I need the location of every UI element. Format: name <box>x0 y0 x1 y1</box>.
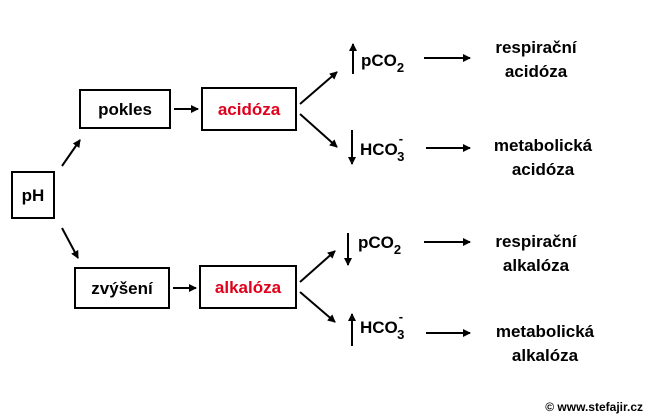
result-line-1: metabolická <box>494 136 593 155</box>
pco2-label-alk: pCO2 <box>358 233 401 257</box>
result-line-2: alkalóza <box>503 256 570 275</box>
result-line-1: respirační <box>495 232 578 251</box>
result-line-2: acidóza <box>505 62 568 81</box>
result-metabolic-acidosis: metabolická acidóza <box>494 136 593 179</box>
result-line-2: acidóza <box>512 160 575 179</box>
acidoza-label: acidóza <box>218 100 281 119</box>
copyright-text: © www.stefajir.cz <box>545 400 643 414</box>
alkaloza-label: alkalóza <box>215 278 282 297</box>
arrow-acidoza-to-hco3 <box>299 113 338 148</box>
pokles-node: pokles <box>79 89 171 129</box>
result-respiratory-acidosis: respirační acidóza <box>495 38 578 81</box>
arrow-alkaloza-to-hco3 <box>299 291 336 323</box>
alkaloza-node: alkalóza <box>199 265 297 309</box>
arrow-ph-to-pokles <box>61 139 81 167</box>
pokles-label: pokles <box>98 100 152 119</box>
zvyseni-label: zvýšení <box>91 279 154 298</box>
ph-label: pH <box>22 186 45 205</box>
result-line-2: alkalóza <box>512 346 579 365</box>
hco3-label-alk: HCO-3 <box>360 309 404 342</box>
arrow-alkaloza-to-pco2 <box>299 250 336 283</box>
result-respiratory-alkalosis: respirační alkalóza <box>495 232 578 275</box>
acidoza-node: acidóza <box>201 87 297 131</box>
arrow-ph-to-zvyseni <box>61 227 79 259</box>
ph-node: pH <box>11 171 55 219</box>
hco3-label-acid: HCO-3 <box>360 131 404 164</box>
result-metabolic-alkalosis: metabolická alkalóza <box>496 322 595 365</box>
arrow-acidoza-to-pco2 <box>299 71 338 105</box>
zvyseni-node: zvýšení <box>74 267 170 309</box>
pco2-label-acid: pCO2 <box>361 51 404 75</box>
result-line-1: metabolická <box>496 322 595 341</box>
result-line-1: respirační <box>495 38 578 57</box>
